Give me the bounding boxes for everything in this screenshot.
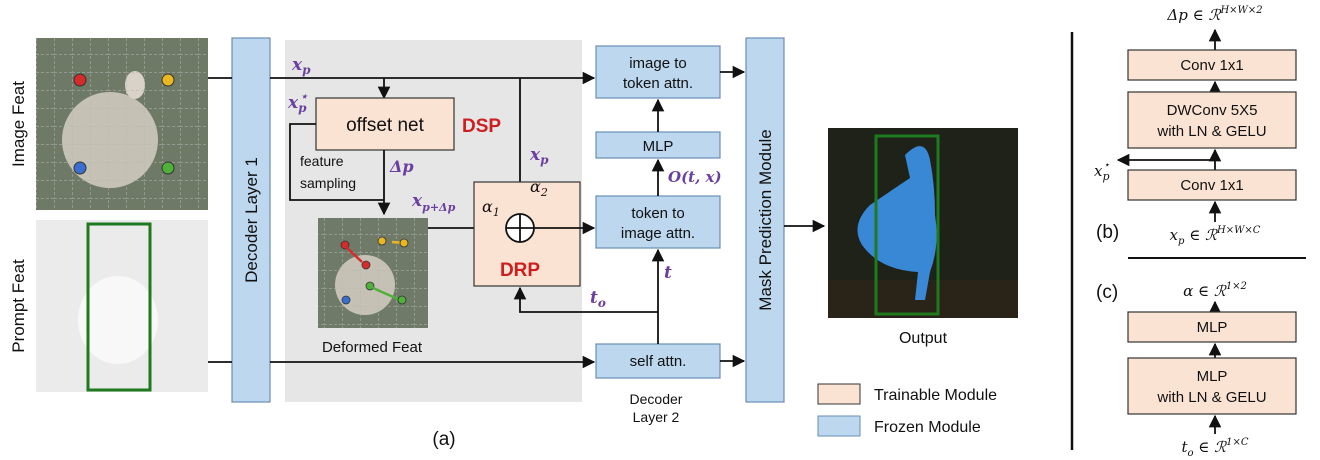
self-attn-block [595,343,721,379]
mask-prediction-block [745,37,785,403]
xp-star-label: xp⋆ [287,90,309,115]
delta-p-label: Δp [389,157,414,176]
legend: Trainable Module Frozen Module [817,383,997,437]
red-sample-point [73,73,87,87]
legend-frozen-swatch [817,415,861,437]
to-feedback-wire [513,286,658,313]
panel-b-input: xp ∈ ℛH×W×C [1170,225,1261,247]
output-bbox [874,134,940,316]
image-to-token-label-1: image to [629,55,687,72]
image-feat-map [36,38,208,210]
panel-b-output: Δp ∈ ℛH×W×2 [1166,5,1262,24]
panel-b-side-out: xp⋆ [1094,160,1110,183]
deformed-feat-map [318,218,428,328]
alpha2-label: α2 [530,177,548,199]
token-to-image-label-1: token to [631,205,684,222]
decoder-layer-2-label-2: Layer 2 [633,409,680,425]
panel-c-caption: (c) [1096,282,1118,303]
prompt-bbox [86,222,152,392]
mlp-label: MLP [643,138,674,155]
legend-trainable-label: Trainable Module [874,387,997,404]
output-image [828,128,1018,318]
blue-sample-point [73,161,87,175]
panel-c-input: to ∈ ℛ1×C [1181,437,1248,459]
o-tx-label: O(t, x) [668,168,722,186]
panel-c-mlp-label-2: with LN & GELU [1156,389,1266,406]
mask-prediction-label: Mask Prediction Module [756,129,775,310]
image-to-token-attn-block [595,45,721,99]
panel-b-conv-bottom [1127,169,1297,201]
legend-frozen-label: Frozen Module [874,419,981,436]
panel-b-conv-top [1127,49,1297,81]
decoder-layer-1-label: Decoder Layer 1 [242,157,261,283]
xp-label-mid: xp [529,145,549,167]
yellow-sample-point [161,73,175,87]
legend-trainable-swatch [817,383,861,405]
panel-b-dwconv-label-1: DWConv 5X5 [1167,102,1258,119]
image-to-token-label-2: token attn. [623,75,693,92]
panel-b: Δp ∈ ℛH×W×2 Conv 1x1 DWConv 5X5 with LN … [1094,5,1297,247]
output-label: Output [899,330,948,347]
alpha1-label: α1 [482,197,500,219]
panel-c-mlp [1127,357,1297,415]
decoder-layer-1-block [231,37,271,403]
green-sample-point [161,161,175,175]
segmentation-mask [857,146,937,300]
panel-c-output: α ∈ ℛ1×2 [1183,281,1247,300]
feature-sampling-label-2: sampling [300,175,356,191]
feature-sampling-wire [289,123,384,201]
image-feat-label: Image Feat [9,81,28,167]
offset-net-label: offset net [346,115,425,136]
panel-b-caption: (b) [1096,222,1119,243]
panel-b-conv-top-label: Conv 1x1 [1180,57,1243,74]
deformed-feat-label: Deformed Feat [322,339,423,356]
self-attn-label: self attn. [630,353,687,370]
xp-dp-label: xp+Δp [411,191,456,214]
panel-b-dwconv-label-2: with LN & GELU [1156,123,1266,140]
panel-c-mlp-top [1127,311,1297,343]
panel-b-conv-bottom-label: Conv 1x1 [1180,177,1243,194]
feature-sampling-label-1: feature [300,153,344,169]
prompt-feat-label: Prompt Feat [9,259,28,353]
t-label: t [664,263,672,283]
panel-c-mlp-top-label: MLP [1197,319,1228,336]
prompt-feat-map [36,220,208,392]
token-to-image-attn-block [595,195,721,249]
drp-label: DRP [500,260,540,281]
panel-c: α ∈ ℛ1×2 MLP MLP with LN & GELU to ∈ ℛ1×… [1096,281,1297,459]
t-o-label: to [590,288,606,310]
dsp-label: DSP [462,116,501,137]
token-to-image-label-2: image attn. [621,225,695,242]
decoder-layer-2-label-1: Decoder [630,391,683,407]
panel-c-mlp-label-1: MLP [1197,368,1228,385]
panel-b-dwconv [1127,91,1297,149]
xp-label-top: xp [291,55,311,77]
caption-a: (a) [432,429,455,450]
